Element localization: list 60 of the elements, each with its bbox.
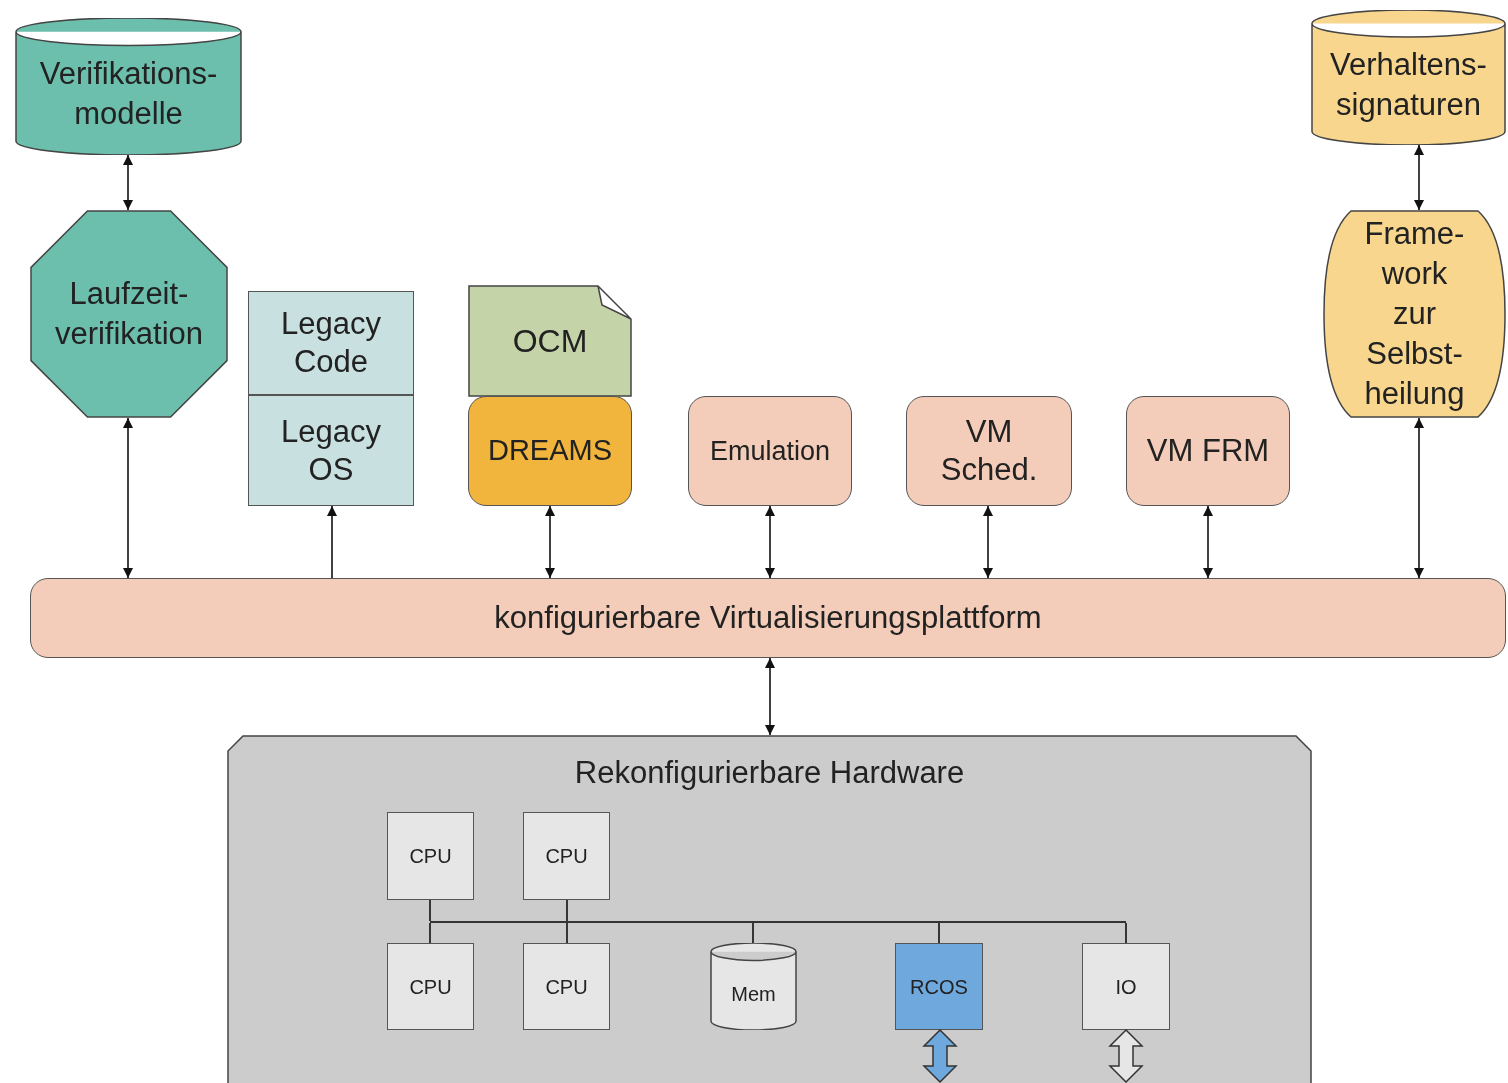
rounded-box [688, 396, 852, 506]
double-block-arrow [1108, 1028, 1144, 1083]
connector-line [566, 899, 568, 922]
connector-line [938, 922, 940, 944]
connector-line [566, 922, 568, 944]
process-box [248, 291, 414, 395]
node-label: Legacy OS [280, 412, 382, 489]
document-shape [468, 285, 632, 397]
arrow [1414, 144, 1424, 211]
cpu-box [523, 943, 610, 1030]
database-cylinder [15, 18, 242, 155]
container-title: Rekonfigurierbare Hardware [573, 754, 966, 792]
arrow [765, 657, 775, 736]
arrow [983, 505, 993, 579]
node-label: VM FRM [1146, 431, 1270, 470]
arrow [1203, 505, 1213, 579]
node-label: IO [1115, 974, 1137, 1000]
bus-line [430, 921, 1126, 923]
node-label: CPU [409, 844, 452, 869]
node-label: Legacy Code [280, 305, 382, 381]
node-label: Verhaltens- signaturen [1329, 45, 1488, 124]
node-label: OCM [512, 322, 588, 361]
rounded-box [1126, 396, 1290, 506]
node-label: RCOS [910, 974, 968, 1000]
node-label: CPU [545, 974, 588, 1000]
arrow [327, 505, 337, 579]
node-label: Emulation [709, 434, 831, 468]
memory-cylinder [710, 943, 797, 1030]
rounded-process-shape [1323, 210, 1506, 418]
connector-line [752, 922, 754, 944]
connector-line [1125, 922, 1127, 944]
node-label: VM Sched. [939, 413, 1039, 489]
hardware-container [227, 735, 1312, 1083]
rounded-box [468, 396, 632, 506]
octagon-node [30, 210, 228, 418]
arrow [545, 505, 555, 579]
arrow [123, 154, 133, 211]
rcos-box [895, 943, 983, 1030]
process-box [248, 395, 414, 506]
arrow [123, 417, 133, 579]
database-cylinder [1311, 10, 1506, 145]
cpu-box [387, 812, 474, 900]
node-label: CPU [409, 974, 452, 1000]
cpu-box [523, 812, 610, 900]
io-box [1082, 943, 1170, 1030]
cpu-box [387, 943, 474, 1030]
node-label: Mem [731, 981, 776, 1007]
double-block-arrow [922, 1028, 958, 1083]
node-label: konfigurierbare Virtualisierungsplattform [494, 598, 1042, 637]
node-label: Verifikations- modelle [38, 54, 219, 133]
rounded-box [906, 396, 1072, 506]
node-label: DREAMS [487, 433, 613, 469]
connector-line [429, 922, 431, 944]
arrow [765, 505, 775, 579]
arrow [1414, 417, 1424, 579]
node-label: Frame- work zur Selbst- heilung [1364, 215, 1465, 413]
platform-bar [30, 578, 1506, 658]
connector-line [429, 899, 431, 922]
node-label: CPU [545, 844, 588, 869]
node-label: Laufzeit- verifikation [53, 275, 205, 353]
